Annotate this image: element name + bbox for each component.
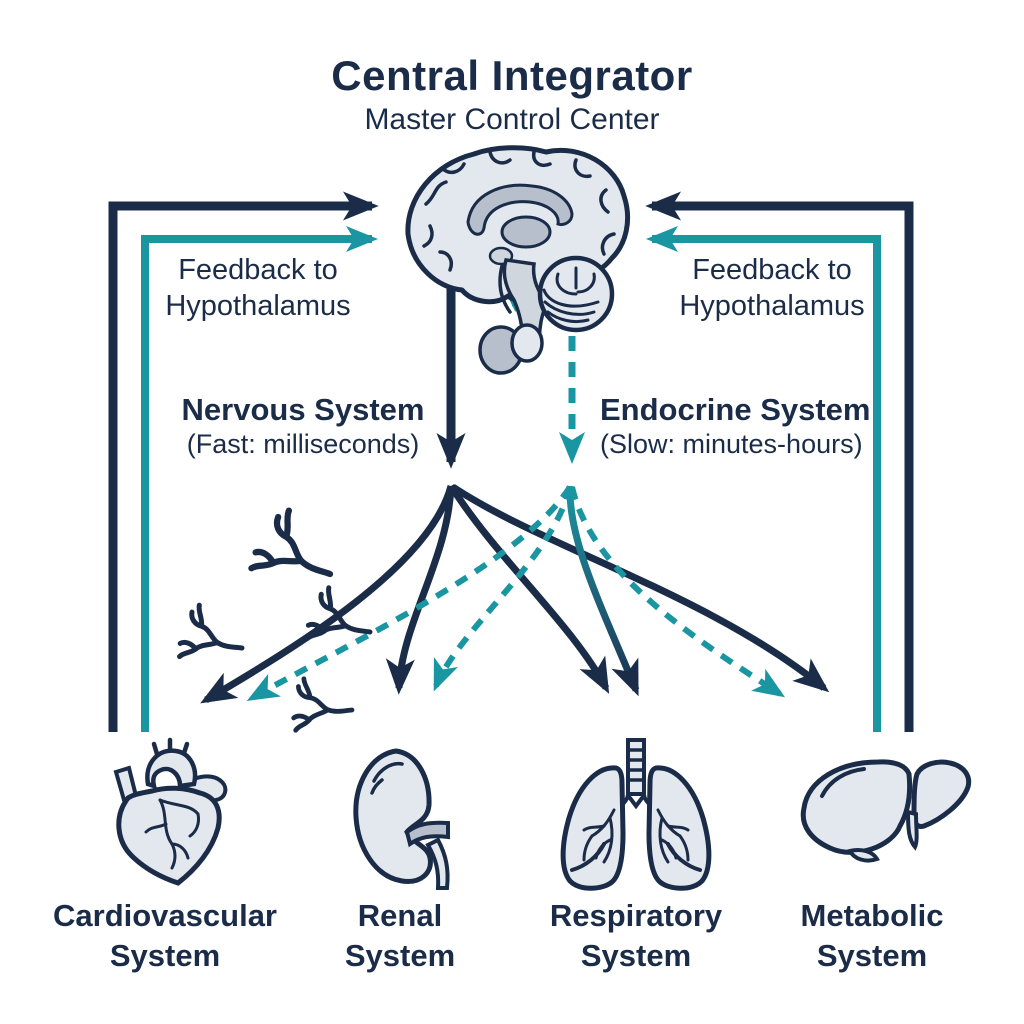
feedback-arrow-left-teal xyxy=(141,226,378,732)
page-title: Central Integrator xyxy=(331,52,693,99)
lungs-icon xyxy=(560,738,712,891)
system-label-metabolic: Metabolic System xyxy=(800,898,944,973)
kidney-icon xyxy=(353,748,450,890)
feedback-label-right: Feedback to Hypothalamus xyxy=(679,254,865,323)
nervous-system-label: Nervous System (Fast: milliseconds) xyxy=(168,392,438,460)
neuron-branches-icon xyxy=(174,507,370,730)
feedback-arrow-right-teal xyxy=(646,226,881,732)
nervous-system-name: Nervous System xyxy=(181,392,425,427)
endocrine-system-name: Endocrine System xyxy=(600,392,871,427)
endocrine-system-label: Endocrine System (Slow: minutes-hours) xyxy=(592,392,886,460)
nervous-system-speed: (Fast: milliseconds) xyxy=(186,428,420,459)
system-label-cardiovascular: Cardiovascular System xyxy=(53,898,277,973)
page-subtitle: Master Control Center xyxy=(364,103,660,136)
brain-icon xyxy=(405,145,631,375)
endocrine-system-speed: (Slow: minutes-hours) xyxy=(600,428,863,459)
liver-icon xyxy=(800,759,972,863)
feedback-arrow-right-navy xyxy=(645,191,914,732)
heart-icon xyxy=(113,737,228,886)
nervous-pathway-arrows xyxy=(200,288,830,704)
system-label-respiratory: Respiratory System xyxy=(549,898,723,973)
system-label-renal: Renal System xyxy=(344,898,456,973)
feedback-label-left: Feedback to Hypothalamus xyxy=(165,254,351,323)
feedback-arrow-left-navy xyxy=(108,191,379,732)
